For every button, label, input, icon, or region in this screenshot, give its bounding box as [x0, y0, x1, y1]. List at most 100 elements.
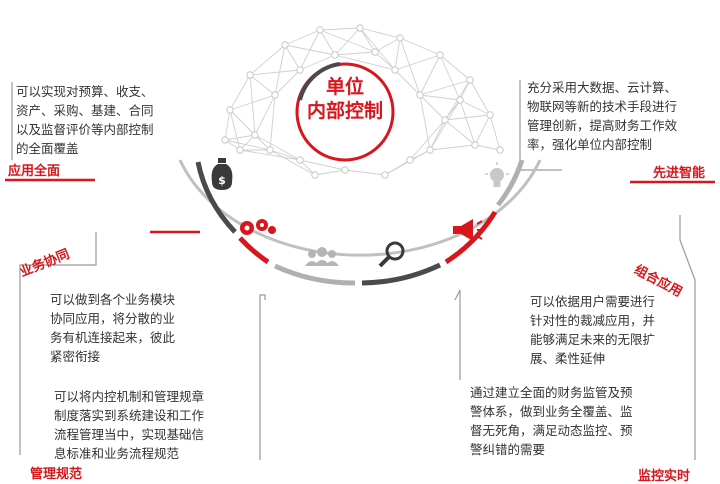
network-edge — [229, 74, 251, 111]
network-nodes — [221, 24, 504, 179]
network-edge — [439, 54, 461, 101]
network-edge — [399, 37, 441, 56]
network-edge — [249, 74, 256, 136]
network-edge — [399, 37, 421, 96]
network-edge — [249, 69, 301, 76]
network-node — [356, 24, 364, 32]
network-edge — [284, 44, 301, 71]
arc-seg-dark-bottom — [361, 262, 442, 286]
network-edge — [334, 54, 396, 71]
network-edge — [374, 37, 401, 53]
network-node — [296, 66, 304, 74]
bottom-left-line: 流程管理当中，实现基础信 — [54, 427, 205, 442]
network-node — [236, 146, 244, 154]
network-edge — [359, 27, 396, 71]
network-edge — [474, 114, 491, 146]
svg-text:$: $ — [218, 174, 226, 187]
network-edge — [489, 114, 501, 151]
top-left-text: 可以实现对预算、收支、 资产、采购、基建、合同 以及监督评价等内部控制 的全面覆… — [16, 82, 206, 158]
network-edge — [284, 29, 321, 46]
network-node — [486, 111, 494, 119]
top-right-line: 充分采用大数据、云计算、 — [527, 80, 678, 95]
bottom-right-line: 通过建立全面的财务监管及预 — [470, 385, 633, 400]
mid-right-line: 针对性的裁减应用，并 — [530, 313, 656, 328]
mid-right-line: 展、柔性延伸 — [530, 351, 606, 366]
network-node — [311, 171, 319, 179]
network-edge — [319, 29, 336, 56]
network-node — [251, 131, 259, 139]
network-edge — [249, 44, 286, 76]
bottom-left-line: 可以将内控机制和管理规章 — [54, 389, 205, 404]
network-node — [296, 156, 304, 164]
network-node — [471, 141, 479, 149]
network-edge — [334, 51, 376, 56]
connector-bottom-left — [259, 294, 266, 460]
network-edge — [359, 27, 376, 53]
bottom-right-line: 警体系，做到业务全覆盖、监 — [470, 404, 633, 419]
network-edge — [269, 149, 316, 176]
network-edge — [359, 27, 401, 39]
connector-right — [679, 215, 696, 460]
network-node — [406, 156, 414, 164]
network-edge — [334, 27, 361, 56]
network-edge — [459, 99, 491, 116]
network-edge — [249, 74, 276, 96]
top-left-line: 以及监督评价等内部控制 — [16, 122, 154, 137]
network-edge — [299, 29, 321, 71]
network-edge — [444, 114, 491, 121]
network-edge — [384, 159, 411, 176]
connector-bottom-right — [454, 289, 461, 380]
network-node — [316, 26, 324, 34]
network-edge — [394, 54, 441, 71]
network-node — [416, 91, 424, 99]
network-edge — [269, 94, 276, 151]
top-left-line: 的全面覆盖 — [16, 141, 79, 156]
network-node — [271, 91, 279, 99]
network-edge — [474, 144, 501, 151]
top-left-line: 资产、采购、基建、合同 — [16, 103, 154, 118]
mid-left-line: 紧密衔接 — [50, 349, 101, 364]
network-edge — [374, 51, 396, 71]
mid-right-line: 可以依据用户需要进行 — [530, 294, 656, 309]
outer-arc — [195, 159, 525, 286]
mid-left-line: 可以做到各个业务模块 — [50, 292, 176, 307]
bottom-left-line: 息标准和业务流程规范 — [54, 446, 180, 461]
top-right-line: 物联网等新的技术手段进行 — [527, 99, 678, 114]
network-edge — [394, 69, 421, 96]
money-bag-icon: $ — [211, 158, 233, 190]
network-node — [246, 71, 254, 79]
network-node — [331, 51, 339, 59]
center-circle-accent — [298, 62, 341, 101]
network-edge — [429, 99, 461, 151]
top-right-line: 管理创新，提高财务工作效 — [527, 118, 678, 133]
mid-right-text: 可以依据用户需要进行 针对性的裁减应用，并 能够满足未来的无限扩 展、柔性延伸 — [530, 292, 690, 368]
users-icon — [305, 247, 339, 266]
network-edge — [444, 119, 476, 146]
network-edge — [299, 54, 336, 71]
top-left-line: 可以实现对预算、收支、 — [16, 84, 154, 99]
network-node — [371, 48, 379, 56]
gears-icon — [240, 219, 276, 235]
bottom-right-line: 警纠错的需要 — [470, 442, 546, 457]
bottom-left-text: 可以将内控机制和管理规章 制度落实到系统建设和工作 流程管理当中，实现基础信 息… — [54, 387, 264, 463]
bottom-right-text: 通过建立全面的财务监管及预 警体系，做到业务全覆盖、监 督无死角，满足动态监控、… — [470, 383, 680, 459]
network-edge — [224, 139, 271, 151]
label-accent-lines — [5, 178, 715, 234]
network-node — [426, 146, 434, 154]
network-edge — [439, 54, 471, 81]
top-right-line: 率，强化单位内部控制 — [527, 137, 653, 152]
network-edge — [419, 94, 446, 121]
label-advanced-intelligent: 先进智能 — [653, 166, 706, 181]
network-node — [221, 136, 229, 144]
network-node — [226, 106, 234, 114]
network-node — [341, 166, 349, 174]
network-edge — [314, 169, 346, 176]
center-title-line-1: 单位 — [325, 76, 364, 98]
center-title: 单位 内部控制 — [289, 75, 401, 123]
network-edge — [269, 149, 301, 161]
network-edge — [254, 134, 301, 161]
arc-seg-red-left — [238, 236, 270, 265]
arc-seg-gray-bottom — [273, 263, 356, 286]
mid-left-text: 可以做到各个业务模块 协同应用，将分散的业 务有机连接起来，彼此 紧密衔接 — [50, 290, 220, 366]
